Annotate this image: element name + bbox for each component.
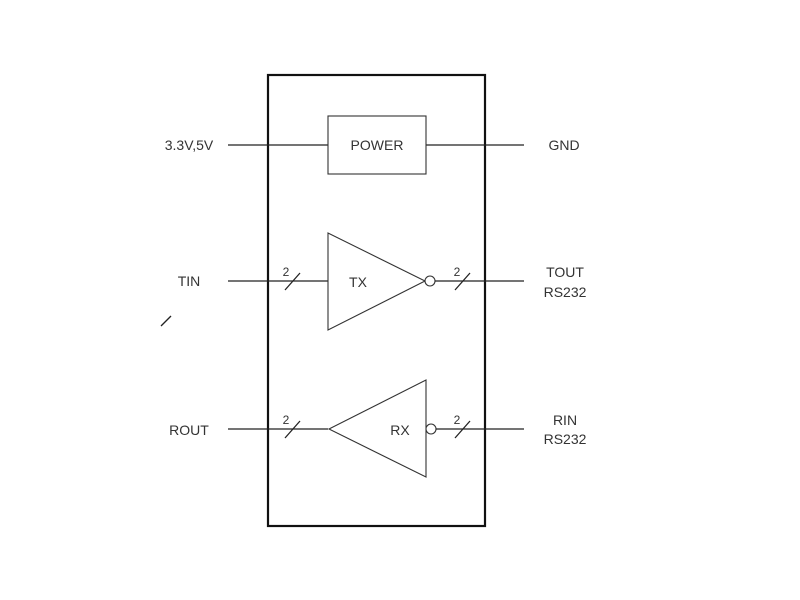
tx-inversion-bubble xyxy=(424,275,436,287)
rx-buffer xyxy=(327,379,427,478)
rin-standard-label: RS232 xyxy=(544,431,587,447)
vcc-pin-label: 3.3V,5V xyxy=(165,137,214,153)
tout-bus-slash xyxy=(454,272,471,291)
chip-outline xyxy=(266,73,487,528)
rx-block-label: RX xyxy=(390,422,410,438)
power-block-label: POWER xyxy=(351,137,404,153)
tin-pin-label: TIN xyxy=(178,273,201,289)
rout-bus-width: 2 xyxy=(283,413,290,427)
rin-bus-width: 2 xyxy=(454,413,461,427)
power-block xyxy=(327,115,427,175)
tx-block-label: TX xyxy=(349,274,368,290)
gnd-pin-label: GND xyxy=(548,137,579,153)
rout-pin-label: ROUT xyxy=(169,422,209,438)
tout-bus-width: 2 xyxy=(454,265,461,279)
rout-bus-slash xyxy=(284,420,301,439)
rin-pin-label: RIN xyxy=(553,412,577,428)
stray-mark xyxy=(160,315,172,327)
tout-pin-label: TOUT xyxy=(546,264,584,280)
rx-inversion-bubble xyxy=(425,423,437,435)
rin-bus-slash xyxy=(454,420,471,439)
tout-standard-label: RS232 xyxy=(544,284,587,300)
tin-bus-width: 2 xyxy=(283,265,290,279)
tx-buffer xyxy=(327,232,427,331)
tin-bus-slash xyxy=(284,272,301,291)
